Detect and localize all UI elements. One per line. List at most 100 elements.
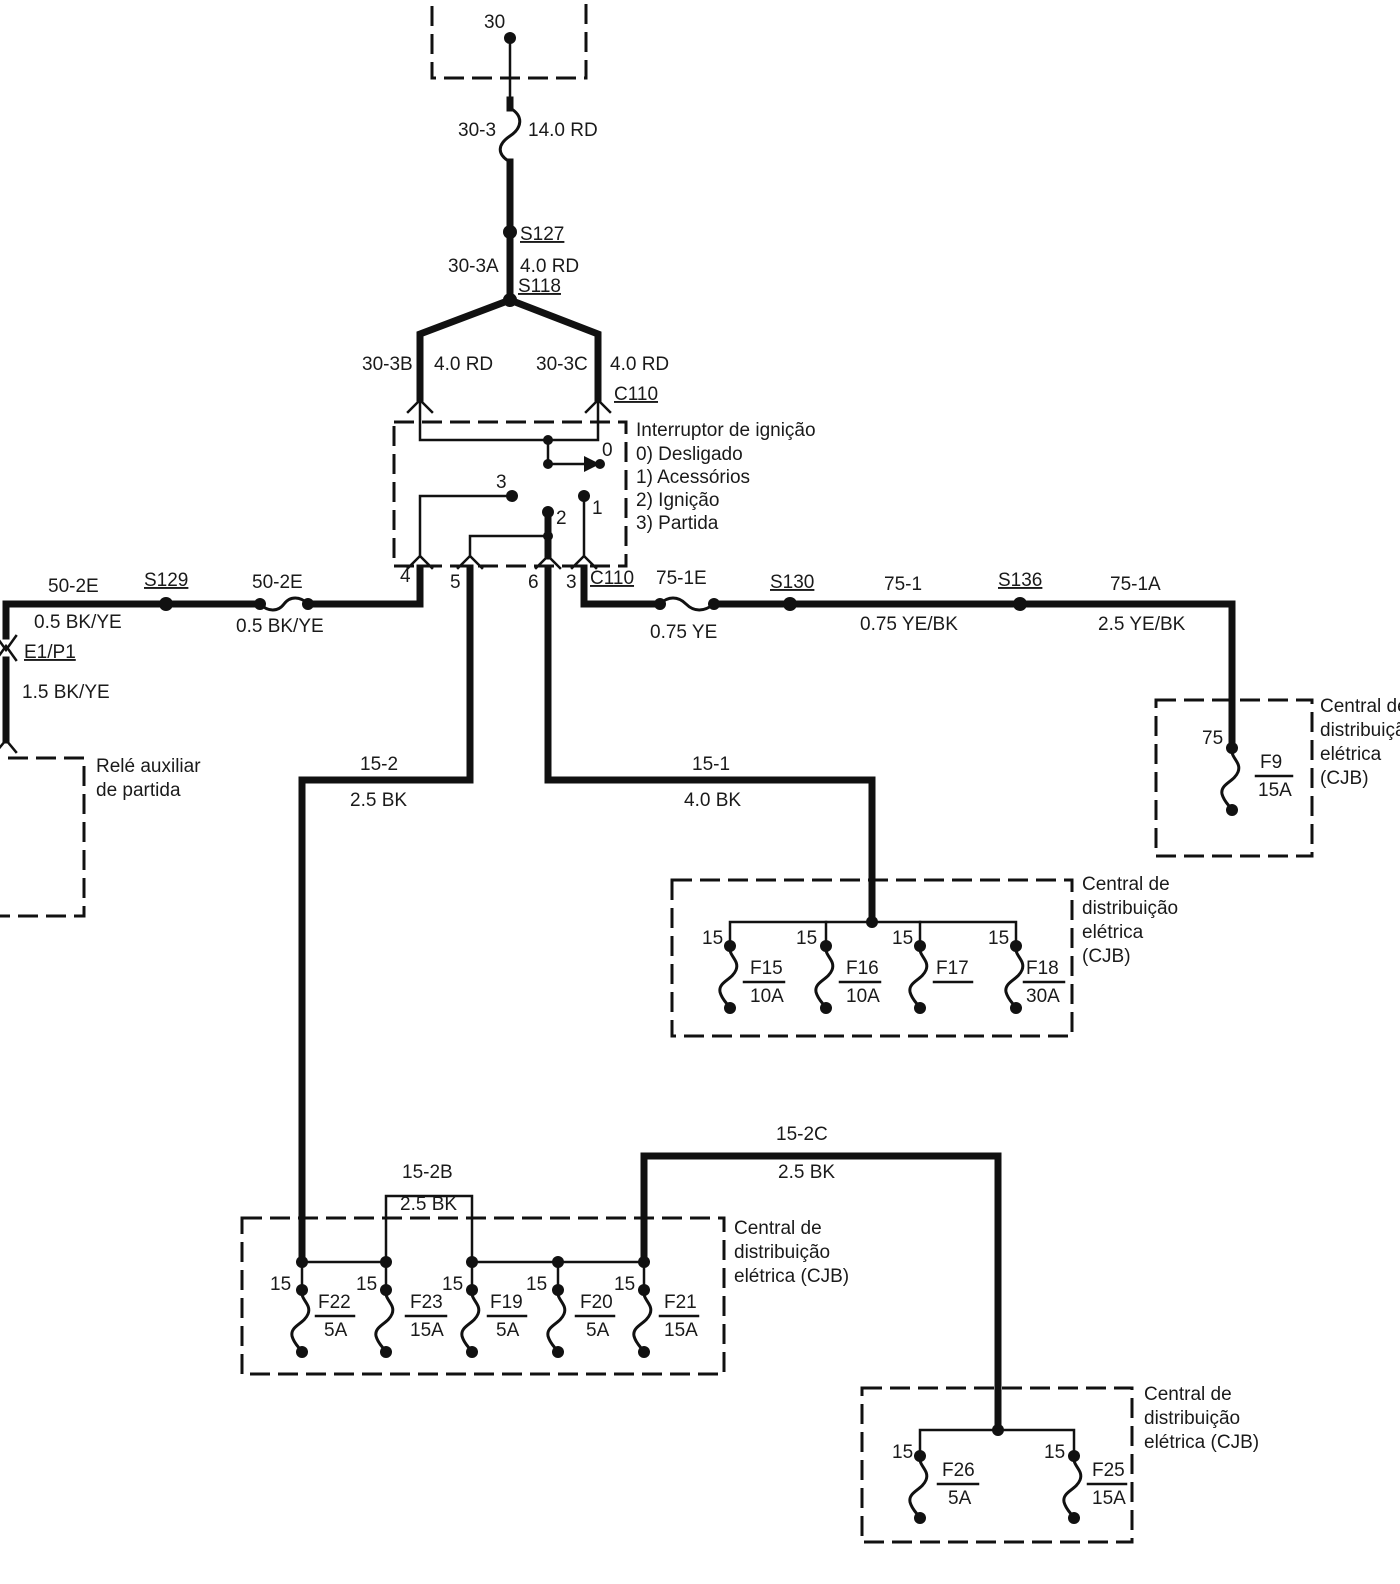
gauge-50-2e-a-label: 0.5 BK/YE [34, 612, 122, 633]
splice-s130-label: S130 [770, 572, 814, 593]
wire-30-3a-label: 30-3A [448, 256, 499, 277]
wire-75-1-label: 75-1 [884, 574, 922, 595]
ignition-switch-title: Interruptor de ignição [636, 420, 816, 441]
cjb-bl-fuse-f20: 15 F20 5A [526, 1260, 616, 1360]
fuse-icon [814, 938, 835, 1016]
relay-label-line1: Relé auxiliar [96, 756, 201, 777]
contact-2-label: 2 [556, 508, 567, 529]
gauge-30-3a-label: 4.0 RD [520, 256, 579, 277]
cjb-mid-label-line2: distribuição [1082, 898, 1178, 919]
splice-s129 [159, 597, 173, 611]
cjb-br-fuse-terminal: 15 [1044, 1442, 1065, 1463]
wire-75-1e-label: 75-1E [656, 568, 707, 589]
fuse-name: F18 [1026, 958, 1059, 979]
fuse-amp: 10A [846, 986, 880, 1007]
ignition-switch-box [392, 420, 628, 568]
cjb-f9-label-line4: (CJB) [1320, 768, 1369, 789]
fuse-name: F20 [580, 1292, 613, 1313]
relay-box [0, 756, 86, 918]
gauge-14-label: 14.0 RD [528, 120, 598, 141]
fuse-amp: 15A [1092, 1488, 1126, 1509]
cjb-f9-label-line2: distribuição [1320, 720, 1400, 741]
fuse-name: F21 [664, 1292, 697, 1313]
cjb-mid-label-line3: elétrica [1082, 922, 1144, 943]
fuse-name: F16 [846, 958, 879, 979]
pin-5-label: 5 [450, 572, 461, 593]
splice-s127-label: S127 [520, 224, 564, 245]
cjb-mid-fuse-terminal: 15 [892, 928, 913, 949]
cjb-mid-label-line4: (CJB) [1082, 946, 1131, 967]
cjb-bottom-left-box [240, 1216, 726, 1376]
wire-75-1a-label: 75-1A [1110, 574, 1161, 595]
ignition-position-3: 3) Partida [636, 513, 719, 534]
connector-c110-top-label: C110 [614, 384, 658, 405]
cjb-bl-fuse-terminal: 15 [270, 1274, 291, 1295]
cjb-br-label-line1: Central de [1144, 1384, 1232, 1405]
fusible-link-50-2e [258, 596, 310, 612]
fuse-amp: 5A [496, 1320, 520, 1341]
fuse-amp: 5A [324, 1320, 348, 1341]
relay-label-line2: de partida [96, 780, 181, 801]
wire-30-3c-label: 30-3C [536, 354, 588, 375]
fuse-name: F26 [942, 1460, 975, 1481]
fuse-icon [1062, 1448, 1083, 1526]
fuse-amp: 5A [586, 1320, 610, 1341]
fuse-icon [546, 1282, 567, 1360]
cjb-mid-fuse-f18: 15 F18 30A [988, 928, 1066, 1016]
cjb-mid-fuse-terminal: 15 [988, 928, 1009, 949]
cjb-bl-label-line3: elétrica (CJB) [734, 1266, 849, 1287]
terminal-30-label: 30 [484, 12, 505, 33]
cjb-br-label-line3: elétrica (CJB) [1144, 1432, 1259, 1453]
fuse-amp: 15A [410, 1320, 444, 1341]
cjb-bl-fuse-terminal: 15 [614, 1274, 635, 1295]
switch-arrow-icon [584, 456, 600, 472]
cjb-bl-fuse-f22: 15 F22 5A [270, 1260, 356, 1360]
gauge-1-5-label: 1.5 BK/YE [22, 682, 110, 703]
splice-s127 [503, 225, 517, 239]
ignition-position-2: 2) Ignição [636, 490, 719, 511]
contact-1-label: 1 [592, 498, 603, 519]
wire-30-3b-label: 30-3B [362, 354, 413, 375]
cjb-br-fuse-f26: 15 F26 5A [892, 1442, 980, 1526]
gauge-15-1-label: 4.0 BK [684, 790, 741, 811]
pin-6-label: 6 [528, 572, 539, 593]
pin-3-label: 3 [566, 572, 577, 593]
contact-0-label: 0 [602, 440, 613, 461]
pin-4-label: 4 [400, 566, 411, 587]
ignition-position-0: 0) Desligado [636, 444, 743, 465]
fuse-f9-name: F9 [1260, 752, 1282, 773]
fuse-amp: 30A [1026, 986, 1060, 1007]
fuse-icon [374, 1282, 395, 1360]
terminal-75-label: 75 [1202, 728, 1223, 749]
fusible-link-30-3 [498, 106, 522, 164]
cjb-mid-fuse-terminal: 15 [702, 928, 723, 949]
ignition-position-1: 1) Acessórios [636, 467, 750, 488]
connector-e1p1-label: E1/P1 [24, 642, 76, 663]
gauge-30-3b-label: 4.0 RD [434, 354, 493, 375]
fuse-amp: 10A [750, 986, 784, 1007]
cjb-mid-fuse-f16: 15 F16 10A [796, 928, 882, 1016]
cjb-br-fuse-terminal: 15 [892, 1442, 913, 1463]
cjb-f9-label-line1: Central de [1320, 696, 1400, 717]
wire-15-2c-label: 15-2C [776, 1124, 828, 1145]
fuse-icon [460, 1282, 481, 1360]
cjb-bl-fuse-terminal: 15 [526, 1274, 547, 1295]
fuse-icon [632, 1282, 653, 1360]
cjb-bl-fuse-f23: 15 F23 15A [356, 1260, 448, 1360]
cjb-mid-fuse-terminal: 15 [796, 928, 817, 949]
connector-c110-bottom-label: C110 [590, 568, 634, 589]
cjb-mid-fuse-f17: 15 F17 [892, 928, 974, 1016]
fusible-link-75-1e [658, 596, 715, 612]
fuse-name: F17 [936, 958, 969, 979]
wire-50-2e-b-label: 50-2E [252, 572, 303, 593]
cjb-bl-fuse-terminal: 15 [442, 1274, 463, 1295]
cjb-bl-fuse-terminal: 15 [356, 1274, 377, 1295]
gauge-15-2-label: 2.5 BK [350, 790, 407, 811]
fuse-name: F23 [410, 1292, 443, 1313]
splice-s136-label: S136 [998, 570, 1042, 591]
wire-15-2b-label: 15-2B [402, 1162, 453, 1183]
cjb-bl-fuse-f19: 15 F19 5A [442, 1260, 528, 1360]
fuse-icon [908, 938, 929, 1016]
cjb-f9-label-line3: elétrica [1320, 744, 1382, 765]
wire-15-2-label: 15-2 [360, 754, 398, 775]
